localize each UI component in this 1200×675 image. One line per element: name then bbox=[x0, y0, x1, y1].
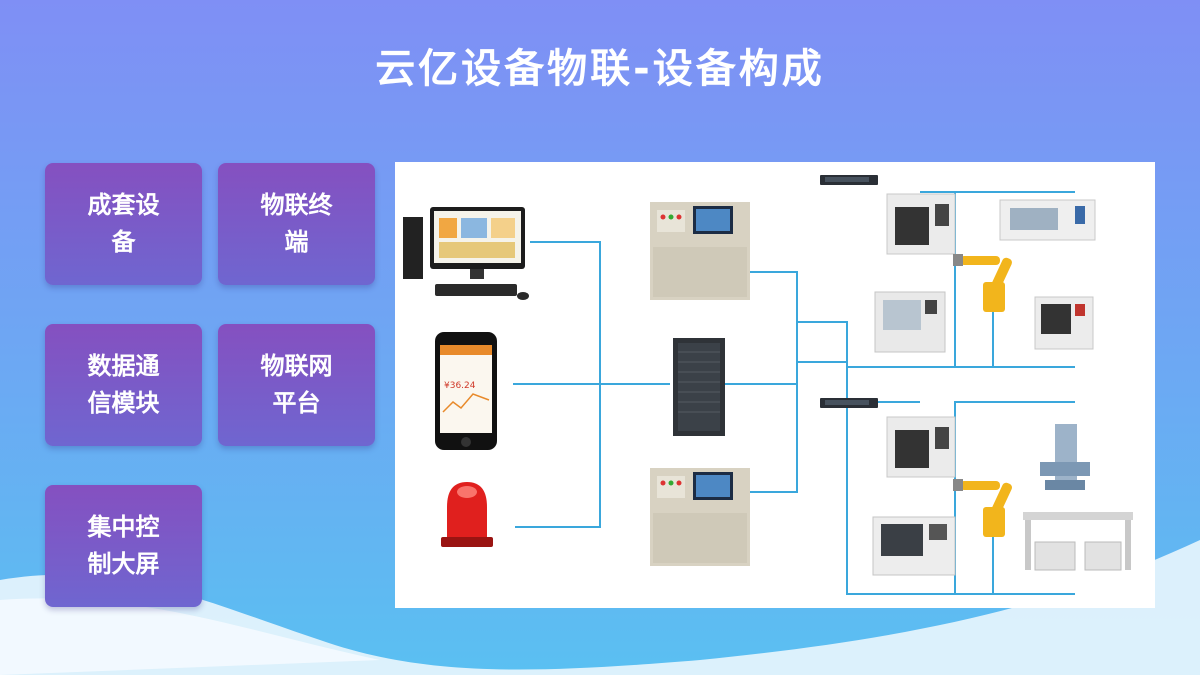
tile-iot-terminal[interactable]: 物联终端 bbox=[218, 163, 375, 285]
milling-machine bbox=[1040, 424, 1090, 490]
cnc-machine-2 bbox=[886, 416, 956, 478]
cnc-lathe-2 bbox=[872, 516, 956, 576]
equipment-diagram-panel: ¥36.24 bbox=[395, 162, 1155, 608]
control-cabinet-bottom bbox=[650, 468, 750, 566]
tile-complete-equipment[interactable]: 成套设备 bbox=[45, 163, 202, 285]
tile-central-control-screen[interactable]: 集中控制大屏 bbox=[45, 485, 202, 607]
smartphone: ¥36.24 bbox=[435, 332, 497, 450]
phone-screen-value: ¥36.24 bbox=[444, 381, 476, 391]
network-switch-top bbox=[820, 175, 878, 185]
tile-iot-platform[interactable]: 物联网平台 bbox=[218, 324, 375, 446]
control-cabinet-top bbox=[650, 202, 750, 300]
machining-center-1 bbox=[874, 291, 946, 353]
network-switch-bottom bbox=[820, 398, 878, 408]
connection-lines bbox=[513, 191, 1075, 595]
server-rack bbox=[673, 338, 725, 436]
robot-arm-1 bbox=[953, 254, 1012, 312]
equipment-diagram: ¥36.24 bbox=[403, 175, 1133, 595]
cnc-lathe-1 bbox=[999, 199, 1096, 241]
desktop-computer bbox=[403, 207, 529, 300]
robot-arm-2 bbox=[953, 479, 1012, 537]
cnc-machine-1 bbox=[886, 193, 956, 255]
page-title: 云亿设备物联-设备构成 bbox=[375, 46, 825, 92]
alarm-beacon bbox=[441, 482, 493, 547]
gantry-system bbox=[1023, 512, 1133, 571]
small-machine-1 bbox=[1034, 296, 1094, 350]
tile-data-comm-module[interactable]: 数据通信模块 bbox=[45, 324, 202, 446]
